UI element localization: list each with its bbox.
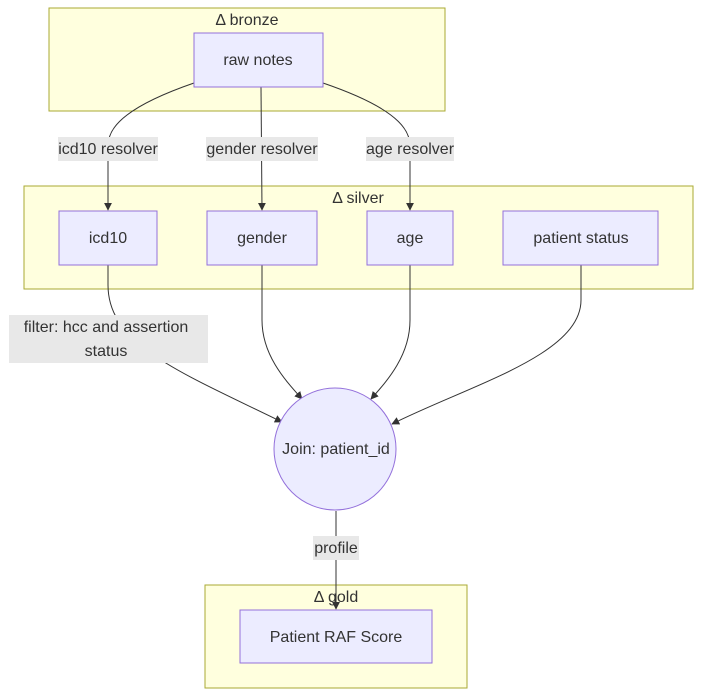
- node-icd10: icd10: [58, 210, 158, 266]
- svg-text:icd10 resolver: icd10 resolver: [58, 141, 158, 158]
- edge-age-to-join: [370, 265, 411, 400]
- edge-label-filter: filter: hcc and assertion status: [9, 315, 208, 363]
- node-age: age: [366, 210, 454, 266]
- svg-text:age resolver: age resolver: [366, 141, 455, 158]
- node-patient-raf-score: Patient RAF Score: [239, 609, 433, 664]
- svg-text:filter: hcc and assertion: filter: hcc and assertion: [24, 319, 189, 336]
- svg-text:Join: patient_id: Join: patient_id: [282, 441, 390, 458]
- bronze-layer-label: Δ bronze: [215, 12, 278, 29]
- edge-label-profile: profile: [313, 536, 359, 560]
- edge-label-icd10-resolver: icd10 resolver: [58, 137, 158, 161]
- svg-text:age: age: [397, 230, 424, 247]
- svg-text:gender resolver: gender resolver: [206, 141, 318, 158]
- node-gender: gender: [206, 210, 318, 266]
- edge-label-gender-resolver: gender resolver: [206, 137, 318, 161]
- svg-text:icd10: icd10: [89, 230, 127, 247]
- svg-text:patient status: patient status: [533, 230, 628, 247]
- silver-layer-label: Δ silver: [332, 190, 384, 207]
- node-join-patient-id: Join: patient_id: [273, 387, 397, 511]
- svg-text:status: status: [85, 343, 128, 360]
- node-raw-notes: raw notes: [193, 32, 324, 88]
- svg-text:raw notes: raw notes: [223, 52, 292, 69]
- edge-patient-status-to-join: [391, 265, 582, 425]
- svg-text:profile: profile: [314, 540, 358, 557]
- svg-text:Patient RAF Score: Patient RAF Score: [270, 629, 403, 646]
- svg-text:gender: gender: [237, 230, 287, 247]
- node-patient-status: patient status: [502, 210, 659, 266]
- edge-gender-to-join: [261, 265, 303, 400]
- edge-label-age-resolver: age resolver: [366, 137, 455, 161]
